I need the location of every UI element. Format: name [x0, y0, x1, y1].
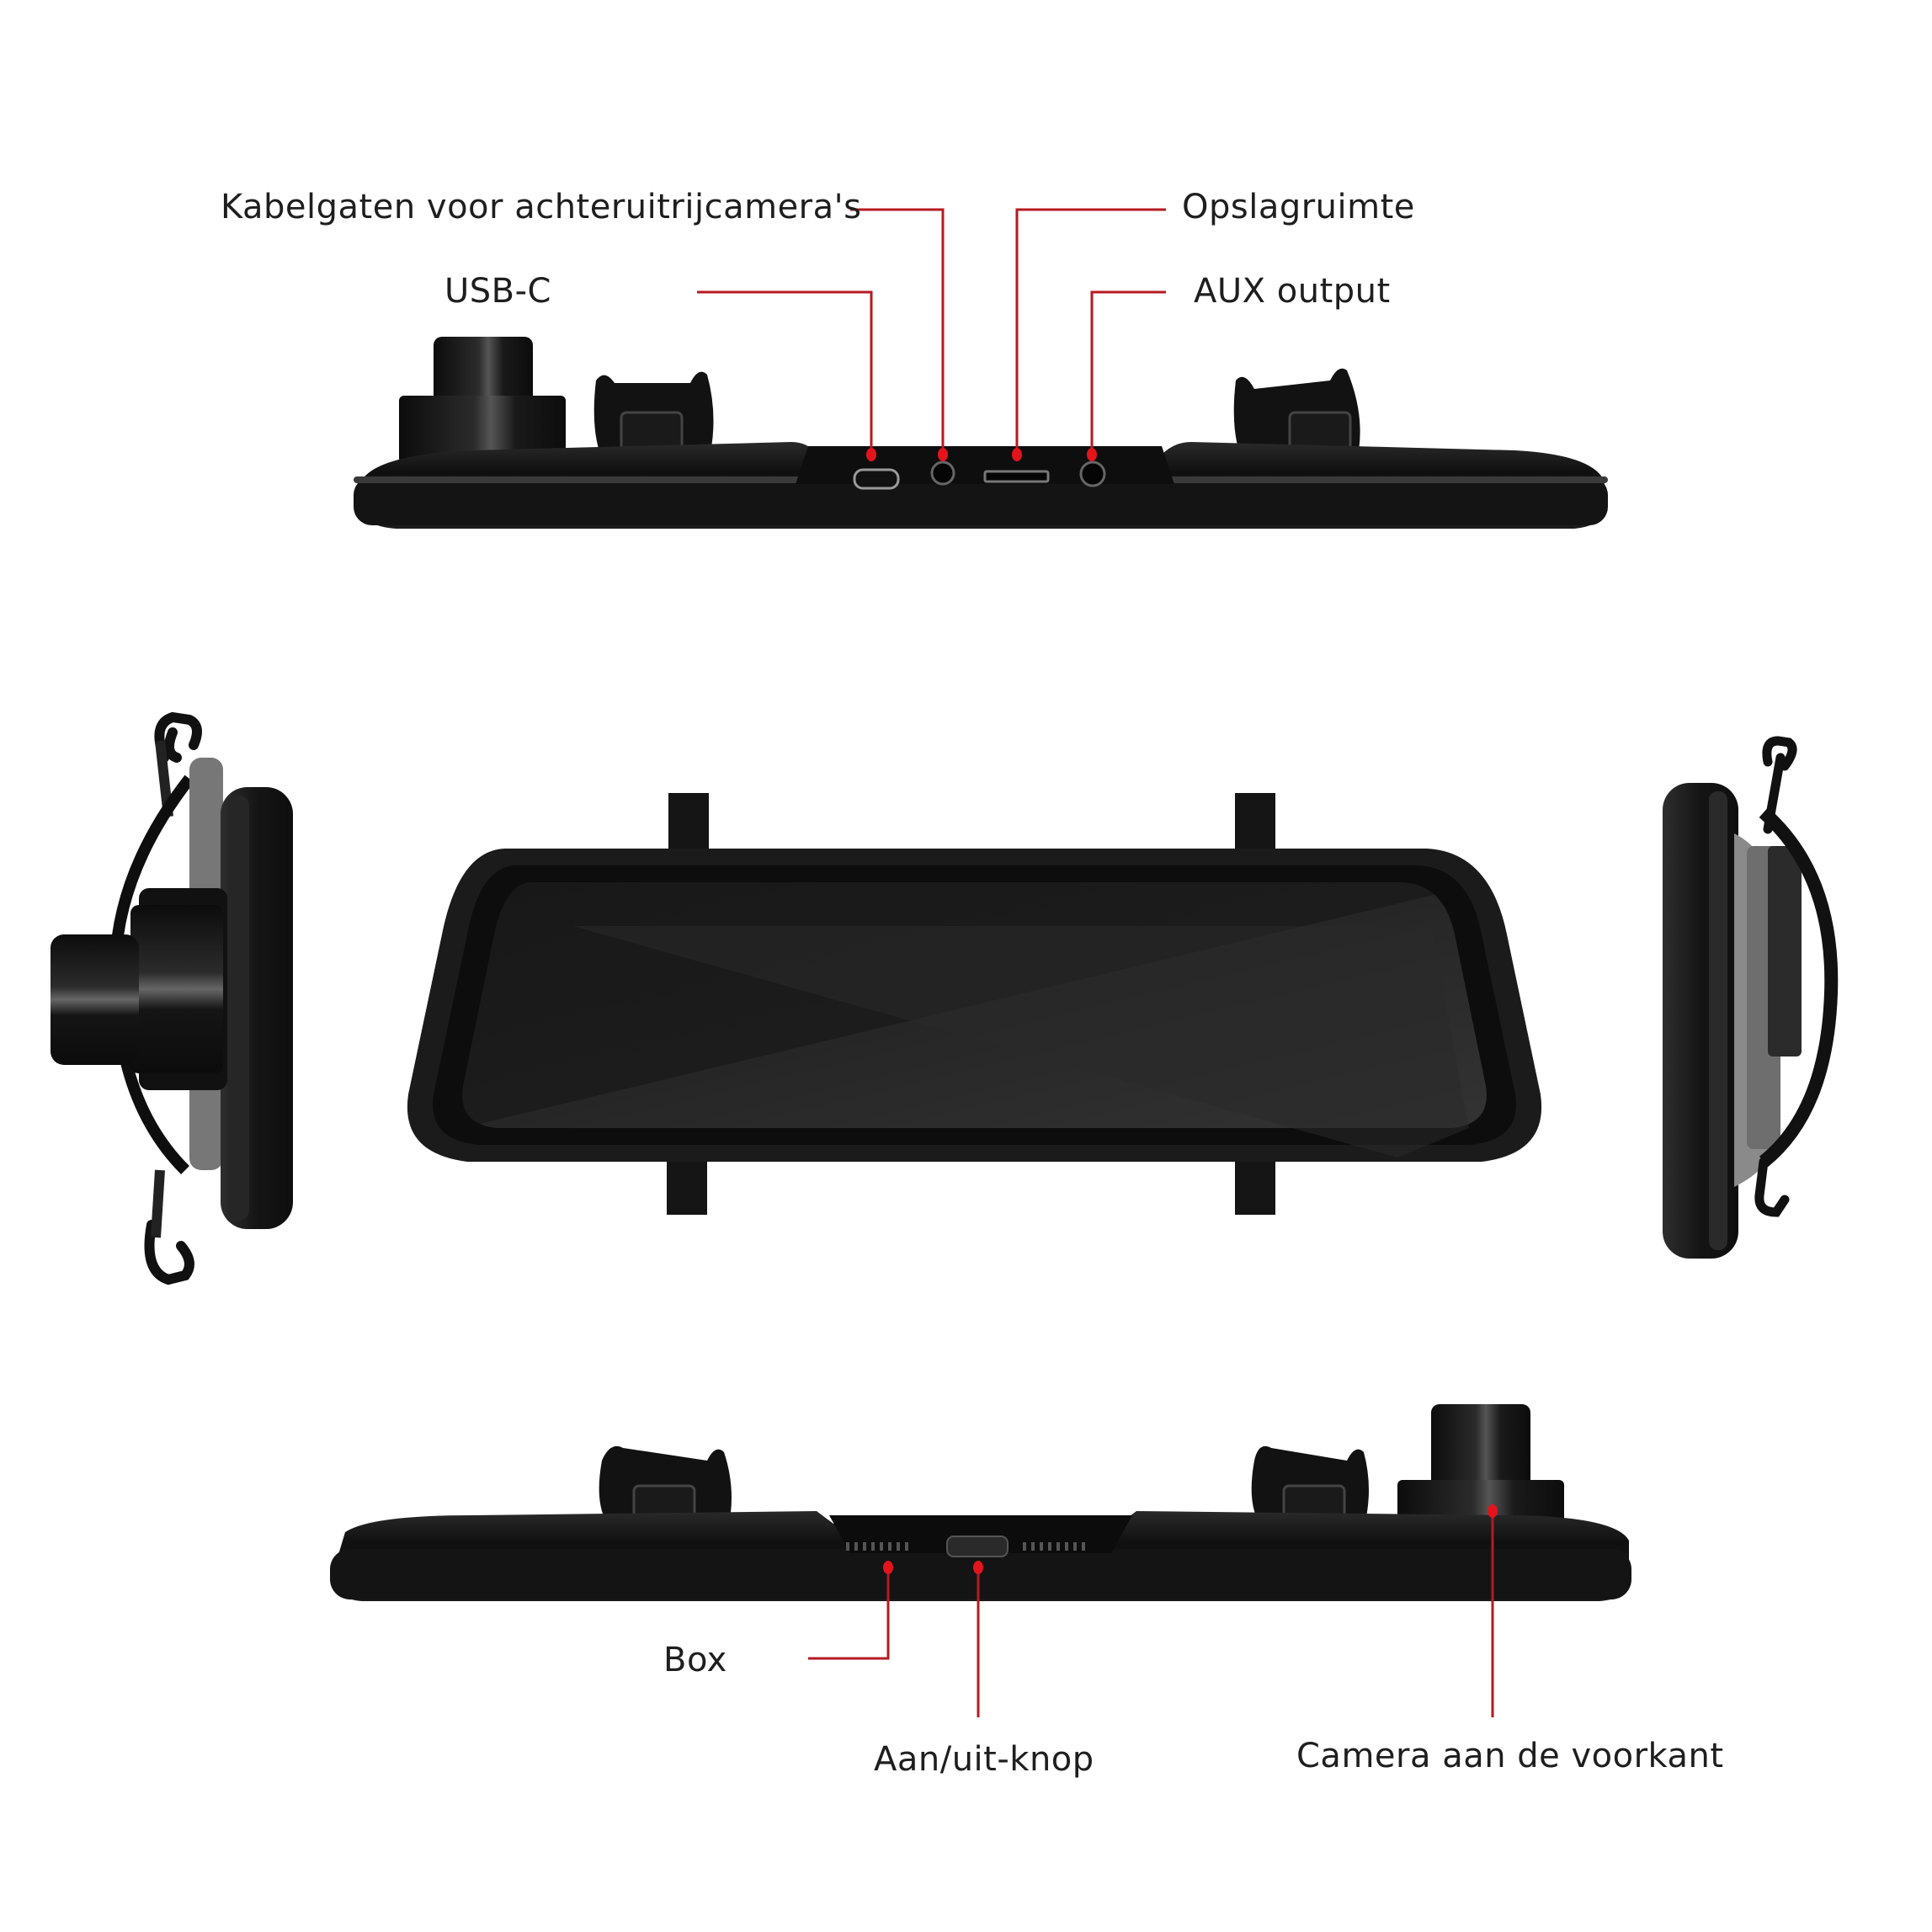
bottom-view [330, 1404, 1631, 1601]
leader-speaker [808, 1566, 890, 1660]
label-speaker: Box [663, 1641, 727, 1679]
top-marker-dots [866, 448, 1097, 461]
label-storage: Opslagruimte [1182, 188, 1415, 226]
bottom-leader-lines [808, 1511, 1494, 1717]
label-usb-c: USB-C [444, 272, 551, 311]
leader-storage [1015, 208, 1166, 455]
right-side-view [1663, 736, 1839, 1259]
top-view [354, 337, 1608, 529]
label-aux-output: AUX output [1194, 272, 1391, 311]
left-side-view [51, 711, 293, 1285]
top-leader-lines [697, 208, 1166, 455]
bottom-marker-dots [883, 1504, 1498, 1574]
leader-usb-c [697, 290, 873, 455]
label-cable-holes: Kabelgaten voor achteruitrijcamera's [221, 188, 862, 226]
speaker-grill [846, 1542, 1085, 1551]
label-front-camera: Camera aan de voorkant [1296, 1737, 1724, 1775]
leader-cable-holes [850, 208, 945, 455]
front-view [407, 793, 1542, 1215]
leader-aux [1090, 290, 1166, 455]
label-power-button: Aan/uit-knop [874, 1740, 1094, 1779]
